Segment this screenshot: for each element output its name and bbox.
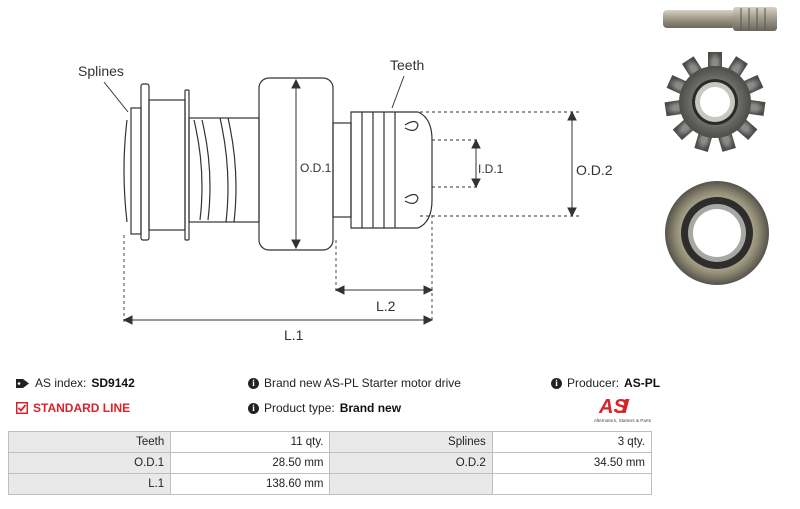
technical-drawing: Splines Teeth O.D.1 I.D.1 O.D.2 L.2 L.1 bbox=[78, 57, 613, 343]
l2-label: L.2 bbox=[376, 298, 396, 314]
product-type-label: Product type: bbox=[264, 401, 335, 415]
product-type: i Product type: Brand new bbox=[248, 401, 401, 415]
spec-value: 138.60 mm bbox=[170, 473, 331, 495]
as-index-label: AS index: bbox=[35, 376, 87, 390]
product-description: i Brand new AS-PL Starter motor drive bbox=[248, 376, 461, 390]
info-icon: i bbox=[551, 377, 562, 389]
info-icon: i bbox=[248, 402, 259, 414]
as-pl-logo: AS Alternators, Starters & Parts bbox=[594, 396, 652, 423]
info-icon: i bbox=[248, 377, 259, 389]
spec-value: 11 qty. bbox=[170, 431, 331, 453]
product-type-value: Brand new bbox=[339, 401, 402, 415]
checkbox-checked-icon bbox=[16, 402, 28, 414]
l1-label: L.1 bbox=[284, 327, 304, 343]
spec-value: 28.50 mm bbox=[170, 452, 331, 474]
description-text: Brand new AS-PL Starter motor drive bbox=[264, 376, 461, 390]
product-photos bbox=[663, 7, 777, 285]
producer: i Producer: AS-PL bbox=[551, 376, 660, 390]
spec-label: L.1 bbox=[7, 473, 172, 495]
id1-label: I.D.1 bbox=[478, 162, 504, 176]
pinion-gear-photo bbox=[664, 52, 766, 152]
producer-label: Producer: bbox=[567, 376, 620, 390]
standard-line: STANDARD LINE bbox=[16, 401, 130, 415]
spec-value: 34.50 mm bbox=[491, 452, 653, 474]
teeth-label: Teeth bbox=[390, 57, 424, 73]
table-row: Teeth 11 qty. Splines 3 qty. bbox=[7, 431, 653, 453]
specs-table: Teeth 11 qty. Splines 3 qty. O.D.1 28.50… bbox=[7, 431, 653, 495]
shaft-photo bbox=[663, 7, 777, 31]
logo-tagline: Alternators, Starters & Parts bbox=[594, 418, 652, 423]
spec-label: Splines bbox=[329, 431, 493, 453]
splines-label: Splines bbox=[78, 63, 124, 79]
tag-icon bbox=[16, 378, 29, 388]
producer-value: AS-PL bbox=[624, 376, 661, 390]
spec-value bbox=[491, 473, 653, 495]
as-index-value: SD9142 bbox=[91, 376, 135, 390]
drive-face-photo bbox=[665, 181, 769, 285]
spec-value: 3 qty. bbox=[491, 431, 653, 453]
spec-label: O.D.2 bbox=[329, 452, 493, 474]
table-row: L.1 138.60 mm bbox=[7, 473, 653, 495]
logo-mark: AS bbox=[598, 396, 627, 418]
spec-label bbox=[329, 473, 493, 495]
as-index: AS index: SD9142 bbox=[16, 376, 135, 390]
od2-label: O.D.2 bbox=[576, 162, 613, 178]
spec-label: O.D.1 bbox=[7, 452, 172, 474]
spec-label: Teeth bbox=[7, 431, 172, 453]
od1-label: O.D.1 bbox=[300, 161, 332, 175]
table-row: O.D.1 28.50 mm O.D.2 34.50 mm bbox=[7, 452, 653, 474]
standard-line-text: STANDARD LINE bbox=[33, 401, 131, 415]
